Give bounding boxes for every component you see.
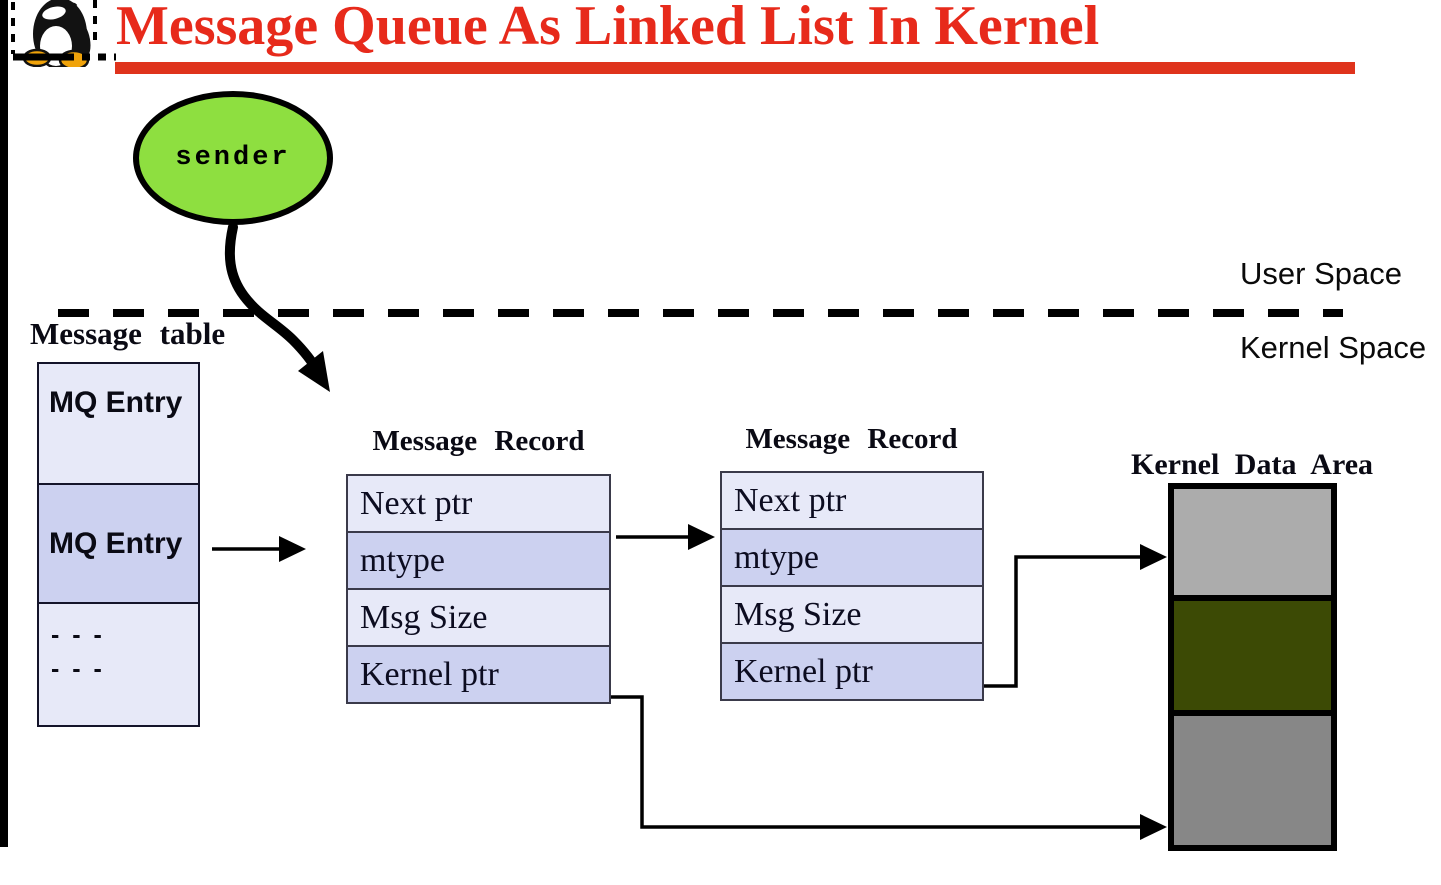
mq-entry-cell: MQ Entry — [39, 364, 198, 485]
message-record-2-title: Message Record — [745, 423, 958, 455]
sender-node: sender — [133, 91, 333, 225]
message-record-1: Next ptr mtype Msg Size Kernel ptr — [346, 474, 611, 704]
record-field-mtype: mtype — [722, 530, 982, 587]
mq-ellipsis-cell: - - - - - - — [39, 604, 198, 725]
user-space-label: User Space — [1240, 256, 1402, 291]
page-title: Message Queue As Linked List In Kernel — [116, 0, 1100, 57]
record-field-next-ptr: Next ptr — [722, 473, 982, 530]
arrow-record1-to-record2 — [616, 524, 715, 550]
record-field-msg-size: Msg Size — [722, 587, 982, 644]
message-record-1-title: Message Record — [372, 425, 585, 457]
kernel-data-block — [1174, 489, 1331, 601]
left-edge-bar — [0, 0, 8, 847]
kernel-space-label: Kernel Space — [1240, 330, 1427, 365]
connector-record1-to-kernel — [611, 695, 1167, 840]
message-table-label: Message table — [30, 316, 226, 351]
sender-arrow — [224, 222, 330, 392]
kernel-data-area-label: Kernel Data Area — [1131, 448, 1374, 481]
record-field-next-ptr: Next ptr — [348, 476, 609, 533]
arrow-mq-to-record1 — [212, 536, 306, 562]
title-underline — [115, 62, 1355, 74]
record-field-kernel-ptr: Kernel ptr — [348, 647, 609, 702]
penguin-icon — [11, 0, 116, 67]
penguin-logo — [8, 0, 118, 67]
kernel-data-area — [1168, 483, 1337, 851]
message-table: MQ Entry MQ Entry - - - - - - — [37, 362, 200, 727]
record-field-msg-size: Msg Size — [348, 590, 609, 647]
connector-record2-to-kernel — [984, 544, 1167, 688]
kernel-data-block — [1174, 601, 1331, 716]
record-field-mtype: mtype — [348, 533, 609, 590]
mq-entry-cell: MQ Entry — [39, 485, 198, 604]
ellipsis-line: - - - — [51, 655, 105, 683]
record-field-kernel-ptr: Kernel ptr — [722, 644, 982, 699]
kernel-data-block — [1174, 716, 1331, 845]
ellipsis-line: - - - — [51, 621, 105, 649]
message-record-2: Next ptr mtype Msg Size Kernel ptr — [720, 471, 984, 701]
